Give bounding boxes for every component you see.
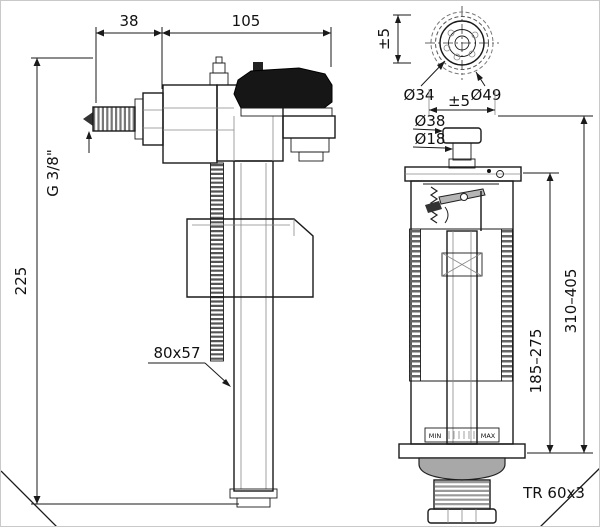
fill-valve-drawing (83, 56, 336, 508)
dim-310-405: 310–405 (498, 115, 593, 454)
pm5-horizontal-label: ±5 (448, 92, 470, 110)
dim-pm5-horizontal: ±5 (428, 89, 496, 115)
dim-38: 38 (95, 12, 163, 103)
flush-valve-bottom (398, 443, 526, 524)
dim-225-label: 225 (12, 267, 30, 296)
fill-valve-dimensions: 38 105 225 G 3/8" 80x57 (12, 12, 332, 505)
right-rack (501, 228, 513, 382)
pm5-vertical-label: ±5 (375, 28, 393, 50)
dim-dia18: Ø18 (412, 130, 453, 152)
fill-valve-tube (229, 160, 278, 508)
button-top-view (425, 6, 499, 80)
left-rack (409, 228, 421, 382)
dim-105: 105 (162, 12, 332, 67)
thread-g38-label: G 3/8" (44, 149, 62, 196)
fill-valve-inlet (83, 92, 164, 146)
dia-34-label: Ø34 (404, 86, 435, 104)
flush-valve-drawing: MIN MAX (398, 6, 526, 524)
dim-38-label: 38 (119, 12, 138, 30)
thread-tr60x3-label: TR 60x3 (522, 484, 585, 502)
dim-80x57: 80x57 (148, 344, 231, 387)
dim-225: 225 (12, 57, 239, 505)
dia-18-label: Ø18 (415, 130, 446, 148)
flush-valve-dimensions: ±5 Ø34 Ø49 ±5 Ø38 (375, 14, 593, 502)
corner-mark-right (540, 468, 599, 526)
min-label: MIN (429, 432, 442, 440)
max-label: MAX (481, 432, 496, 440)
dim-185-275-label: 185–275 (527, 329, 545, 394)
dim-dia38: Ø38 (412, 112, 446, 134)
dim-185-275: 185–275 (523, 172, 559, 453)
dim-80x57-label: 80x57 (153, 344, 200, 362)
dim-dia49: Ø49 (471, 71, 502, 104)
dim-310-405-label: 310–405 (562, 269, 580, 334)
fill-valve-adjust-rod (210, 162, 224, 362)
flush-mechanism (423, 183, 499, 231)
corner-mark-left (1, 470, 57, 526)
dia-49-label: Ø49 (471, 86, 502, 104)
fill-valve-cap (233, 62, 336, 162)
dim-105-label: 105 (232, 12, 261, 30)
fill-valve-float (186, 218, 314, 298)
dia-38-label: Ø38 (415, 112, 446, 130)
flush-valve-body: MIN MAX (404, 166, 522, 445)
min-max-scale: MIN MAX (424, 427, 500, 443)
dim-pm5-vertical: ±5 (375, 14, 411, 64)
dim-dia34: Ø34 (404, 60, 446, 104)
dim-g38: G 3/8" (44, 131, 92, 197)
center-tube (441, 230, 483, 445)
button-side-view (442, 127, 482, 169)
